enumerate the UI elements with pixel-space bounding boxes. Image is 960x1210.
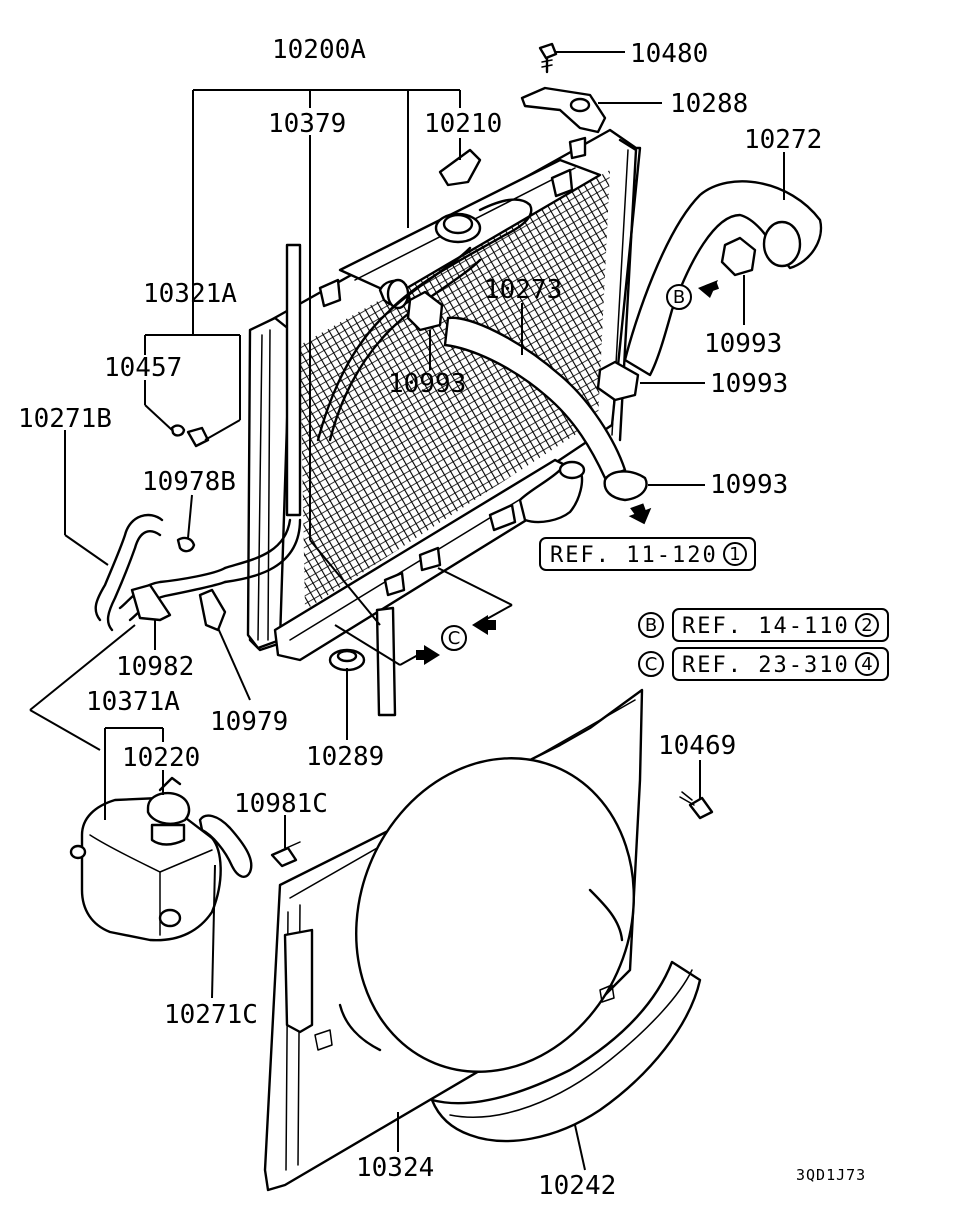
label-10993-middle[interactable]: 10993 xyxy=(710,369,788,399)
label-10993-upper[interactable]: 10993 xyxy=(388,369,466,399)
label-10457[interactable]: 10457 xyxy=(104,353,182,383)
label-10271C[interactable]: 10271C xyxy=(164,1000,258,1030)
label-10220[interactable]: 10220 xyxy=(122,743,200,773)
label-10288[interactable]: 10288 xyxy=(670,89,748,119)
label-10272[interactable]: 10272 xyxy=(744,125,822,155)
svg-text:REF. 14-110: REF. 14-110 xyxy=(682,614,850,639)
svg-text:B: B xyxy=(645,615,657,636)
marker-b: B xyxy=(667,285,691,309)
reference-box-3[interactable]: C REF. 23-310 4 xyxy=(639,648,888,680)
label-10979[interactable]: 10979 xyxy=(210,707,288,737)
label-10324[interactable]: 10324 xyxy=(356,1153,434,1183)
label-10981C[interactable]: 10981C xyxy=(234,789,328,819)
label-10321A[interactable]: 10321A xyxy=(143,279,237,309)
drawing-code: 3QD1J73 xyxy=(796,1166,866,1184)
label-10978B[interactable]: 10978B xyxy=(142,467,236,497)
reference-box-2[interactable]: B REF. 14-110 2 xyxy=(639,609,888,641)
svg-text:B: B xyxy=(673,287,685,308)
label-10371A[interactable]: 10371A xyxy=(86,687,180,717)
label-10271B[interactable]: 10271B xyxy=(18,404,112,434)
label-10200A[interactable]: 10200A xyxy=(272,35,366,65)
reference-box-1[interactable]: REF. 11-120 1 xyxy=(540,538,755,570)
svg-text:2: 2 xyxy=(861,615,872,636)
label-10210[interactable]: 10210 xyxy=(424,109,502,139)
label-10289[interactable]: 10289 xyxy=(306,742,384,772)
svg-text:REF. 11-120: REF. 11-120 xyxy=(550,543,718,568)
svg-text:C: C xyxy=(448,628,461,649)
label-10242[interactable]: 10242 xyxy=(538,1171,616,1201)
label-10273[interactable]: 10273 xyxy=(484,275,562,305)
svg-text:1: 1 xyxy=(729,544,740,565)
marker-c: C xyxy=(442,626,466,650)
label-10469[interactable]: 10469 xyxy=(658,731,736,761)
label-10379[interactable]: 10379 xyxy=(268,109,346,139)
label-10993-lower[interactable]: 10993 xyxy=(710,470,788,500)
label-10993-right[interactable]: 10993 xyxy=(704,329,782,359)
label-10982[interactable]: 10982 xyxy=(116,652,194,682)
reservoir-tank xyxy=(71,778,221,940)
svg-text:C: C xyxy=(645,654,658,675)
svg-text:4: 4 xyxy=(861,654,872,675)
label-10480[interactable]: 10480 xyxy=(630,39,708,69)
svg-text:REF. 23-310: REF. 23-310 xyxy=(682,653,850,678)
